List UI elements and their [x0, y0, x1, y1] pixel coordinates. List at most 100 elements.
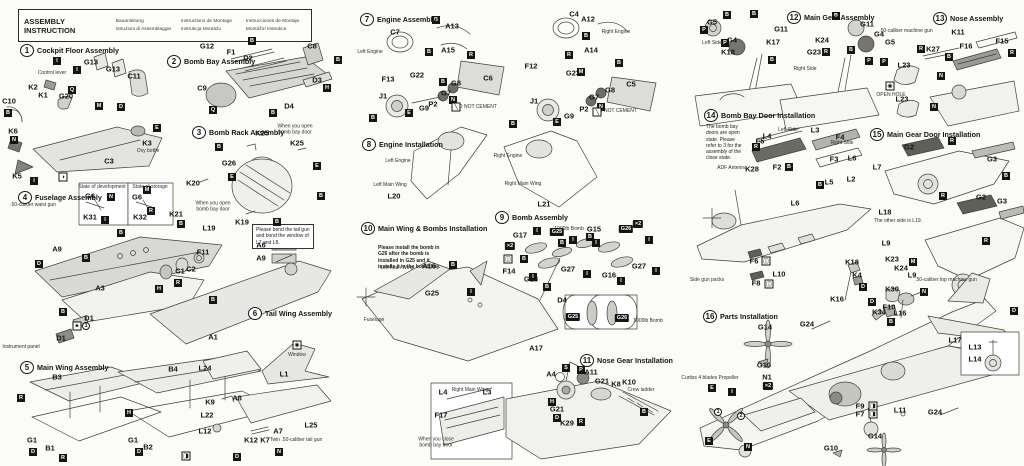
step-title: Tail Wing Assembly — [265, 309, 333, 318]
caption: 1000lb Bomb — [633, 318, 663, 325]
paint-marker: B — [887, 318, 895, 326]
paint-marker: N — [937, 72, 945, 80]
part-label-D1: D1 — [56, 333, 66, 343]
paint-marker: B — [768, 56, 776, 64]
symbol-marker: ◫ — [761, 256, 771, 266]
part-label-F4: F4 — [835, 132, 845, 142]
part-label-G14: G14 — [757, 322, 773, 332]
part-label-L1: L1 — [279, 369, 289, 379]
part-label-G4: G4 — [726, 35, 738, 45]
paint-marker: I — [467, 288, 475, 296]
part-label-F15: F15 — [995, 36, 1009, 46]
caption: When you open bomb bay door — [277, 123, 313, 135]
caption: Curtiss 4 blades Propeller — [681, 375, 739, 382]
part-label-G25: G25 — [424, 288, 440, 298]
paint-marker: B — [425, 48, 433, 56]
part-label-F9: F9 — [855, 401, 865, 411]
paint-marker: I — [583, 270, 591, 278]
paint-marker: N — [10, 136, 18, 144]
part-label-L3: L3 — [810, 125, 820, 135]
part-label-K9: K9 — [205, 397, 215, 407]
symbol-marker: ╲ — [451, 102, 461, 112]
step-number: 8 — [362, 138, 376, 151]
part-label-L25: L25 — [304, 420, 318, 430]
paint-marker: E — [313, 162, 321, 170]
part-label-K1: K1 — [38, 90, 48, 100]
part-label-F13: F13 — [381, 74, 395, 84]
part-label-G7: G7 — [440, 88, 452, 98]
paint-marker: D — [1010, 307, 1018, 315]
part-label-C3: C3 — [104, 156, 114, 166]
part-label-G15: G15 — [586, 224, 602, 234]
paint-marker: B — [750, 10, 758, 18]
part-label-G10: G10 — [823, 443, 839, 453]
part-label-L16: L16 — [893, 308, 907, 318]
part-label-K32: K32 — [133, 212, 147, 222]
part-label-G23: G23 — [565, 68, 581, 78]
part-label-G5: G5 — [706, 17, 718, 27]
paint-marker: N — [107, 193, 115, 201]
part-label-L19: L19 — [202, 223, 216, 233]
caption: When you open bomb bay door — [195, 200, 231, 212]
part-label-G8: G8 — [604, 85, 616, 95]
caption: Control lever — [37, 70, 67, 77]
paint-marker: I — [529, 273, 537, 281]
paint-marker: B — [509, 120, 517, 128]
part-label-A13: A13 — [445, 21, 459, 31]
number-marker: 1 — [82, 322, 90, 330]
part-label-F2: F2 — [772, 162, 782, 172]
caption: Left Engine — [385, 158, 411, 165]
paint-marker: R — [17, 394, 25, 402]
part-label-K24: K24 — [894, 263, 908, 273]
symbol-marker: ◑ — [58, 172, 68, 182]
part-label-K8: K8 — [611, 379, 621, 389]
paint-marker: R — [822, 48, 830, 56]
paint-marker: B — [816, 181, 824, 189]
caption: Left Main Wing — [373, 182, 407, 189]
step-title: Bomb Bay Door Installation — [721, 111, 816, 120]
part-label-A4: A4 — [546, 369, 556, 379]
part-label-K23: K23 — [885, 254, 899, 264]
part-label-L6: L6 — [790, 198, 800, 208]
caption: Oxy bottle — [136, 148, 160, 155]
part-label-L13: L13 — [968, 342, 982, 352]
symbol-marker: ◫ — [764, 279, 774, 289]
paint-marker: H — [548, 398, 556, 406]
step-title: Nose Assembly — [950, 14, 1004, 23]
symbol-marker: ★ — [72, 321, 82, 331]
part-label-G27: G27 — [631, 261, 647, 271]
paint-marker: B — [945, 53, 953, 61]
caption: .50-caliber top machine gun — [915, 277, 977, 284]
part-label-L20: L20 — [387, 191, 401, 201]
paint-marker: R — [939, 192, 947, 200]
part-tag: G25 — [565, 313, 581, 321]
paint-marker: N — [597, 103, 605, 111]
part-label-C7: C7 — [390, 27, 400, 37]
caption: Left Side — [778, 127, 798, 134]
paint-marker: B — [59, 308, 67, 316]
part-label-G11: G11 — [860, 19, 874, 29]
part-label-A3: A3 — [95, 283, 105, 293]
paint-marker: E — [405, 109, 413, 117]
step-number: 15 — [870, 128, 884, 141]
paint-marker: B — [177, 220, 185, 228]
part-label-K20: K20 — [186, 178, 200, 188]
part-label-K2: K2 — [28, 82, 38, 92]
part-label-F1: F1 — [226, 47, 236, 57]
step-number: 1 — [20, 44, 34, 57]
step-number: 5 — [20, 361, 34, 374]
step-title: Fuselage Assembly — [35, 193, 102, 202]
part-label-G22: G22 — [409, 70, 425, 80]
step-number: 11 — [580, 354, 594, 367]
part-tag: G25 — [549, 228, 565, 236]
step-number: 16 — [703, 310, 717, 323]
paint-marker: R — [982, 237, 990, 245]
part-label-K28: K28 — [745, 164, 759, 174]
part-label-L7: L7 — [872, 162, 882, 172]
symbol-marker: ╲ — [592, 107, 602, 117]
paint-marker: I — [652, 267, 660, 275]
